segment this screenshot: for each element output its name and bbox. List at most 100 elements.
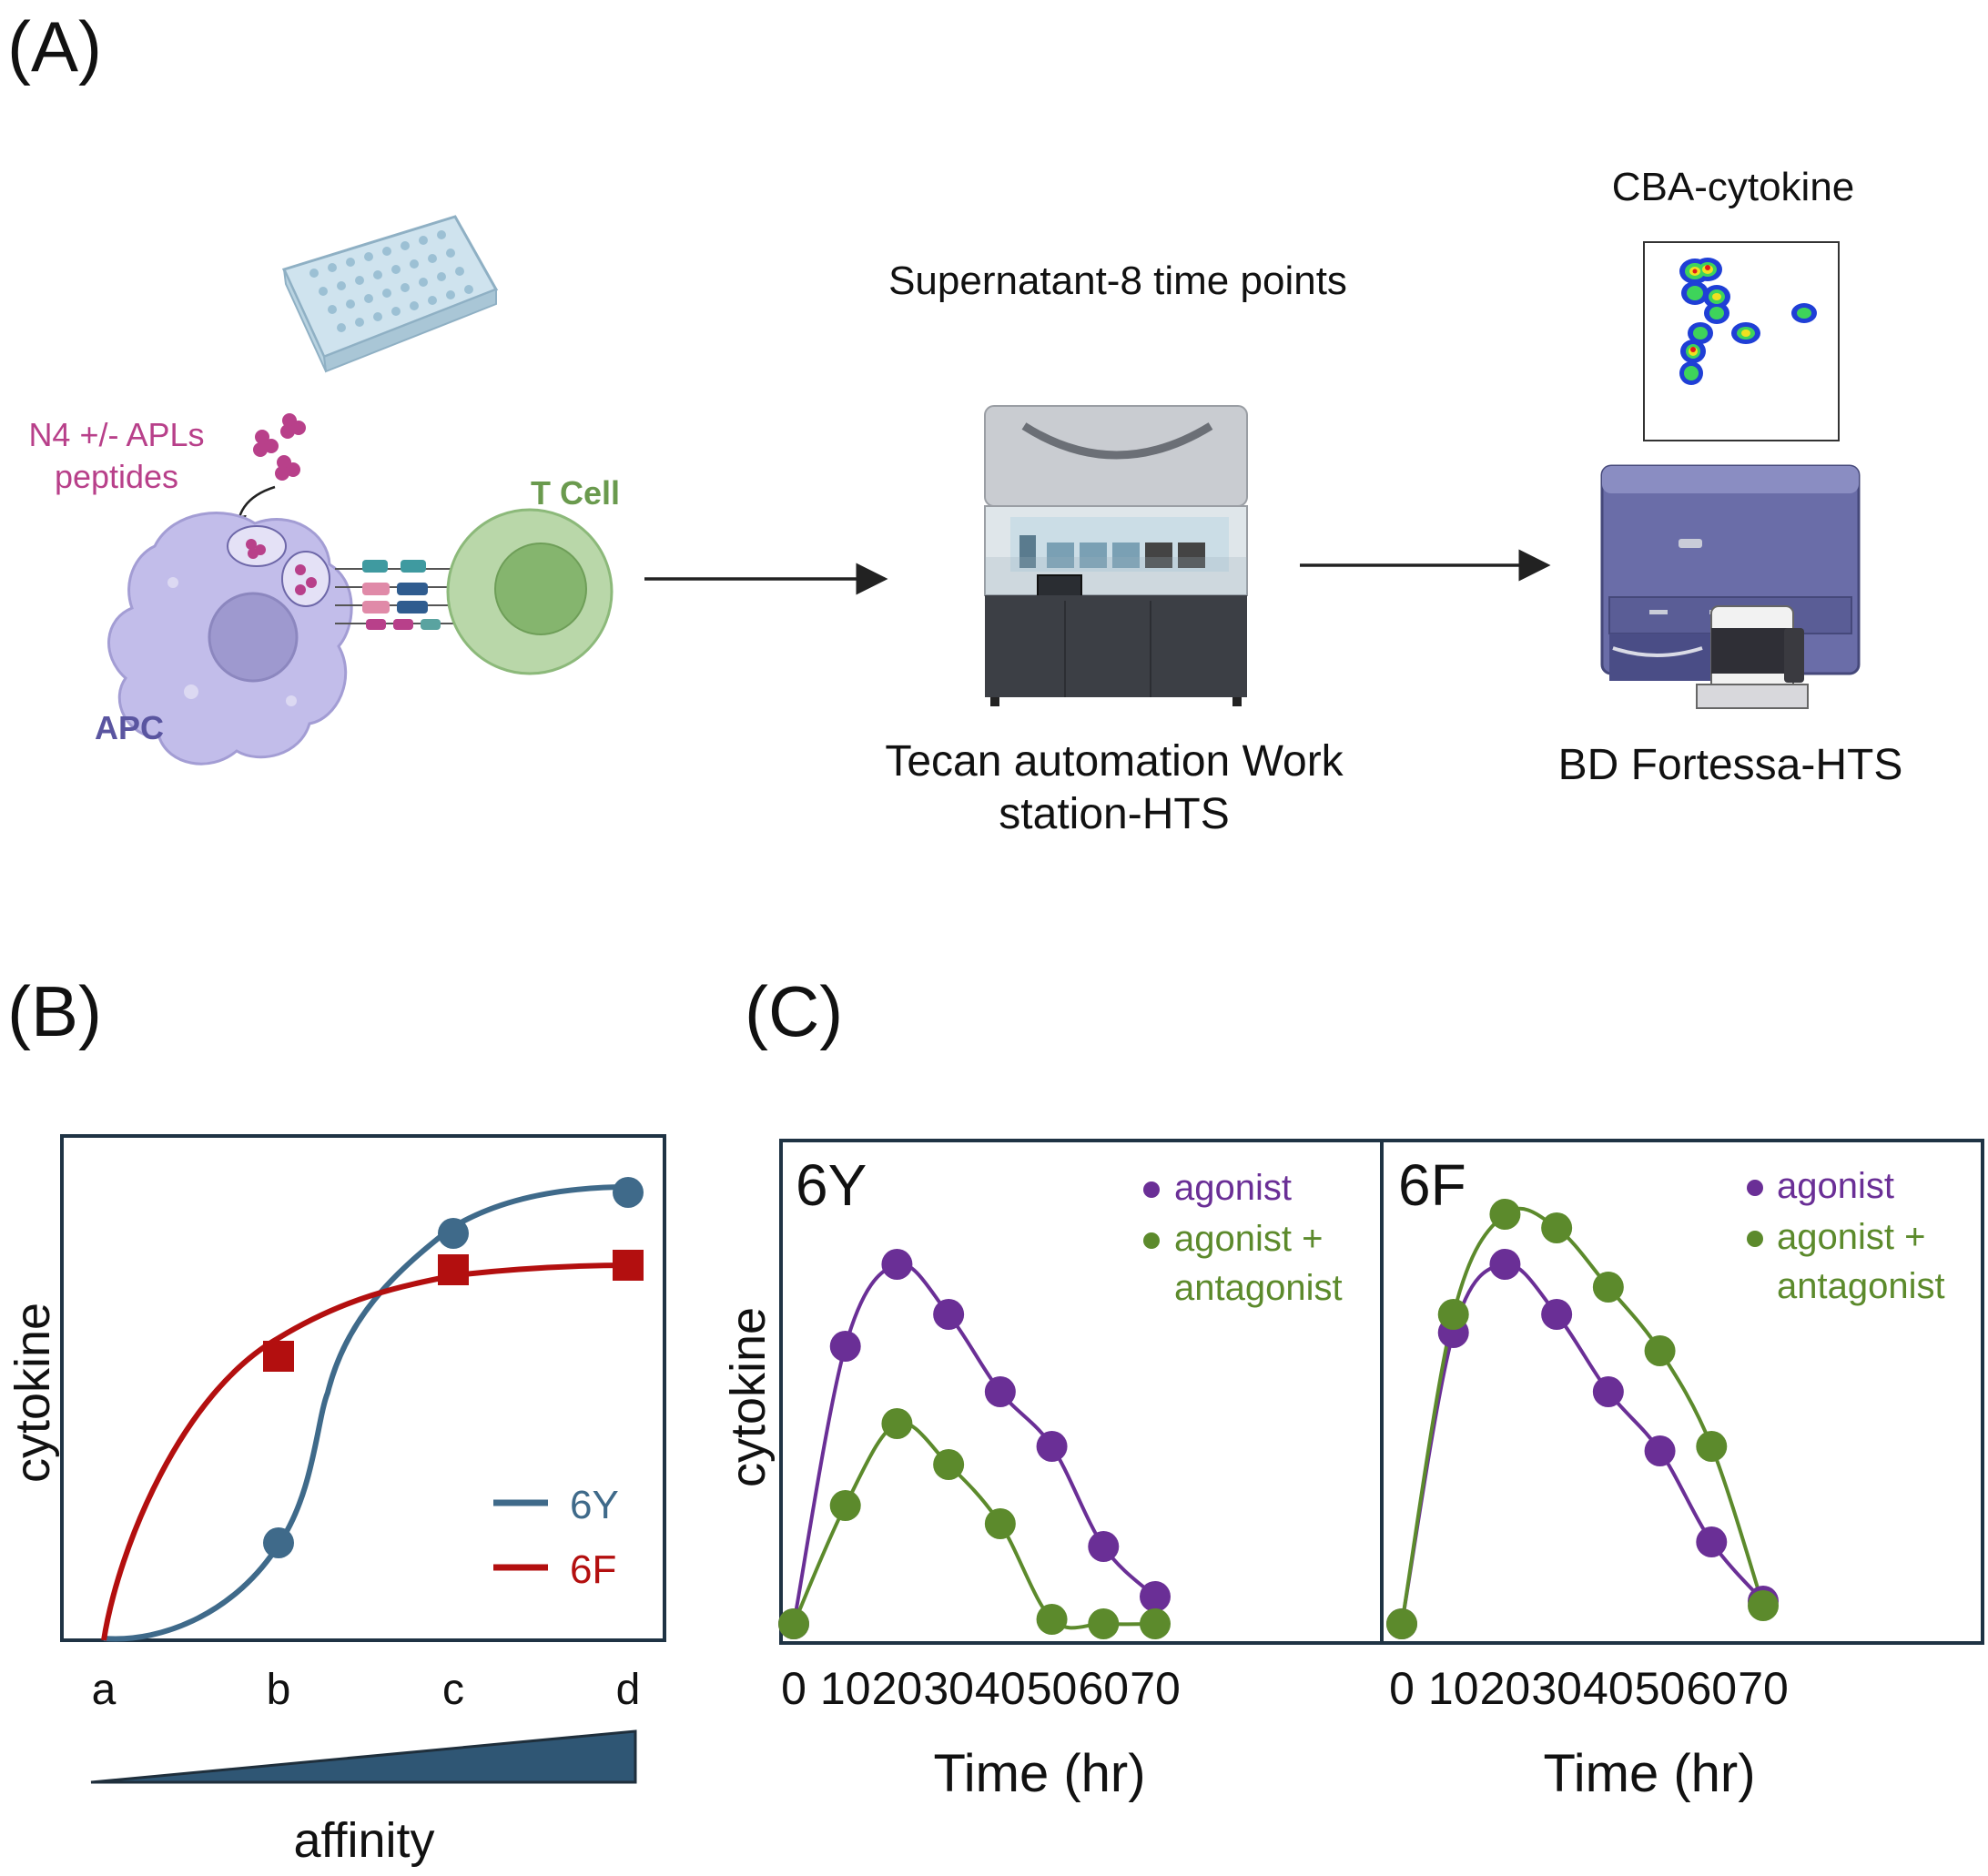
panel-c-6y-title: 6Y — [796, 1152, 867, 1218]
legend-combo-dot — [1143, 1232, 1160, 1249]
tcell-label: T Cell — [531, 474, 620, 512]
point-6y-c — [438, 1218, 469, 1249]
supernatant-label: Supernatant-8 time points — [888, 259, 1347, 303]
point-agonist-60 — [1088, 1531, 1120, 1562]
series-agonist-antagonist-line — [792, 1420, 1156, 1630]
point-agonist-antagonist-20 — [1489, 1199, 1521, 1230]
xtick-50: 50 — [1635, 1663, 1686, 1714]
point-6f-b — [263, 1341, 294, 1372]
panel-c-6f-frame — [1380, 1139, 1984, 1645]
affinity-wedge — [90, 1729, 637, 1784]
fortessa-cytometer-icon — [1600, 464, 1861, 709]
panel-b-ylabel: cytokine — [5, 1303, 60, 1483]
xtick-20: 20 — [872, 1663, 923, 1714]
point-agonist-antagonist-0 — [1386, 1608, 1417, 1639]
xtick-40: 40 — [1583, 1663, 1634, 1714]
point-agonist-20 — [881, 1249, 913, 1280]
xtick-60: 60 — [1078, 1663, 1129, 1714]
point-agonist-70 — [1140, 1581, 1171, 1612]
peptide-cluster-icon — [253, 413, 306, 481]
series-6y-line — [103, 1184, 631, 1642]
panel-c-6f-title: 6F — [1398, 1152, 1466, 1218]
point-agonist-antagonist-0 — [778, 1608, 809, 1639]
xtick-0: 0 — [1389, 1663, 1415, 1714]
panel-c-label: (C) — [745, 971, 843, 1051]
series-agonist-line — [792, 1262, 1157, 1625]
xtick-70: 70 — [1130, 1663, 1181, 1714]
point-agonist-30 — [1541, 1299, 1573, 1330]
xtick-50: 50 — [1027, 1663, 1078, 1714]
xtick-60: 60 — [1686, 1663, 1737, 1714]
panel-b-frame — [60, 1134, 666, 1642]
point-agonist-50 — [1644, 1435, 1676, 1466]
point-6y-d — [613, 1177, 644, 1208]
point-agonist-10 — [829, 1331, 861, 1362]
point-agonist-antagonist-70 — [1748, 1590, 1779, 1621]
apc-label: APC — [95, 709, 164, 746]
point-6f-d — [613, 1250, 644, 1281]
point-agonist-antagonist-50 — [1036, 1604, 1068, 1635]
panel-c-ylabel: cytokine — [721, 1307, 776, 1487]
point-agonist-60 — [1696, 1526, 1728, 1557]
point-agonist-antagonist-70 — [1140, 1608, 1171, 1639]
legend-combo-label-line2: antagonist — [1777, 1266, 1945, 1306]
panel-b-xlabel: affinity — [293, 1813, 434, 1868]
legend-combo-dot — [1747, 1231, 1763, 1247]
legend-combo-label-line1: agonist + — [1174, 1219, 1323, 1259]
legend-agonist-label: agonist — [1777, 1166, 1894, 1206]
legend-agonist-dot — [1747, 1180, 1763, 1196]
panel-c-6f-xlabel: Time (hr) — [1543, 1744, 1755, 1803]
series-agonist-antagonist-line — [1400, 1206, 1765, 1625]
t-cell-icon — [446, 508, 614, 675]
legend-combo-label-line1: agonist + — [1777, 1217, 1925, 1257]
point-agonist-antagonist-30 — [933, 1449, 965, 1480]
apc-cell-icon — [107, 512, 353, 766]
flow-cytometry-plot-icon — [1643, 241, 1840, 441]
point-agonist-antagonist-10 — [829, 1490, 861, 1521]
point-6f-c — [438, 1254, 469, 1285]
peptide-label-line2: peptides — [55, 458, 178, 495]
cba-label: CBA-cytokine — [1612, 165, 1855, 209]
xtick-30: 30 — [1531, 1663, 1582, 1714]
xtick-b: b — [267, 1666, 291, 1714]
xtick-70: 70 — [1738, 1663, 1789, 1714]
point-agonist-antagonist-30 — [1541, 1212, 1573, 1243]
legend-agonist-dot — [1143, 1181, 1160, 1198]
legend-6y-label: 6Y — [570, 1483, 619, 1527]
xtick-a: a — [92, 1666, 117, 1714]
panel-c-6y-frame — [779, 1139, 1384, 1645]
tecan-workstation-icon — [984, 405, 1248, 706]
peptide-label-line1: N4 +/- APLs — [28, 416, 204, 453]
point-agonist-antagonist-60 — [1088, 1608, 1120, 1639]
tecan-label-line1: Tecan automation Work — [885, 737, 1344, 786]
microplate-icon — [281, 215, 499, 373]
xtick-30: 30 — [923, 1663, 974, 1714]
point-6y-b — [263, 1527, 294, 1558]
point-agonist-40 — [984, 1376, 1016, 1407]
point-agonist-40 — [1592, 1376, 1624, 1407]
point-agonist-antagonist-10 — [1437, 1299, 1469, 1330]
point-agonist-20 — [1489, 1249, 1521, 1280]
panel-b-curves — [101, 1184, 631, 1642]
xtick-20: 20 — [1480, 1663, 1531, 1714]
xtick-10: 10 — [1428, 1663, 1479, 1714]
point-agonist-30 — [933, 1299, 965, 1330]
xtick-40: 40 — [975, 1663, 1026, 1714]
point-agonist-antagonist-40 — [1592, 1272, 1624, 1303]
xtick-0: 0 — [781, 1663, 806, 1714]
fortessa-label: BD Fortessa-HTS — [1558, 741, 1903, 789]
legend-agonist-label: agonist — [1174, 1168, 1292, 1208]
legend-6f-label: 6F — [570, 1547, 616, 1592]
point-agonist-antagonist-50 — [1644, 1335, 1676, 1366]
xtick-d: d — [616, 1666, 641, 1714]
panel-c-6y-xlabel: Time (hr) — [933, 1744, 1145, 1803]
point-agonist-antagonist-40 — [984, 1508, 1016, 1539]
tecan-label-line2: station-HTS — [999, 790, 1229, 838]
series-6f-line — [101, 1262, 631, 1641]
point-agonist-antagonist-60 — [1696, 1431, 1728, 1462]
panel-a-label: (A) — [7, 6, 102, 86]
point-agonist-antagonist-20 — [881, 1408, 913, 1439]
xtick-10: 10 — [820, 1663, 871, 1714]
legend-combo-label-line2: antagonist — [1174, 1268, 1343, 1308]
